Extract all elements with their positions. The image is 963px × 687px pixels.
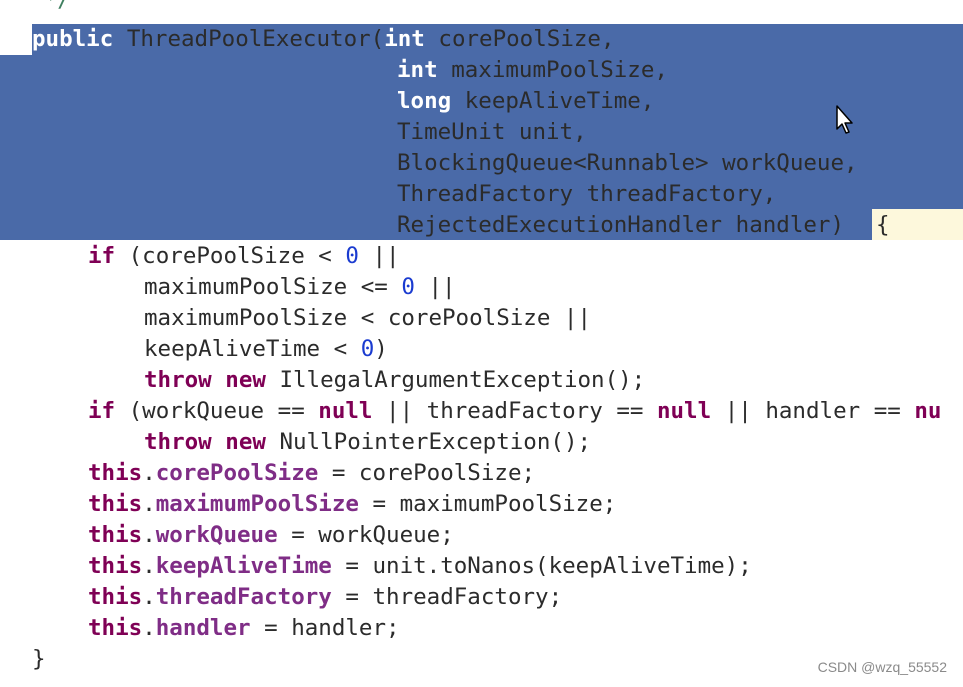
code-line-8[interactable]: if (corePoolSize < 0 || bbox=[88, 243, 400, 269]
mouse-pointer-icon bbox=[836, 105, 856, 139]
code-line-10[interactable]: maximumPoolSize < corePoolSize || bbox=[144, 305, 592, 331]
code-line-16[interactable]: this.maximumPoolSize = maximumPoolSize; bbox=[88, 491, 617, 517]
code-line-1[interactable]: public ThreadPoolExecutor(int corePoolSi… bbox=[32, 26, 615, 52]
selection-highlight-first-line bbox=[32, 24, 963, 56]
code-line-3[interactable]: long keepAliveTime, bbox=[397, 88, 655, 114]
code-line-18[interactable]: this.keepAliveTime = unit.toNanos(keepAl… bbox=[88, 553, 752, 579]
code-line-2[interactable]: int maximumPoolSize, bbox=[397, 57, 668, 83]
watermark: CSDN @wzq_55552 bbox=[817, 659, 947, 675]
code-line-17[interactable]: this.workQueue = workQueue; bbox=[88, 522, 454, 548]
close-brace[interactable]: } bbox=[32, 646, 46, 672]
code-line-13[interactable]: if (workQueue == null || threadFactory =… bbox=[88, 398, 942, 424]
code-line-20[interactable]: this.handler = handler; bbox=[88, 615, 400, 641]
matching-brace-highlight bbox=[872, 209, 963, 240]
code-line-19[interactable]: this.threadFactory = threadFactory; bbox=[88, 584, 563, 610]
code-line-4[interactable]: TimeUnit unit, bbox=[397, 119, 587, 145]
code-line-9[interactable]: maximumPoolSize <= 0 || bbox=[144, 274, 456, 300]
code-line-7[interactable]: RejectedExecutionHandler handler) bbox=[397, 212, 845, 238]
code-line-12[interactable]: throw new IllegalArgumentException(); bbox=[144, 367, 646, 393]
code-line-15[interactable]: this.corePoolSize = corePoolSize; bbox=[88, 460, 536, 486]
code-line-11[interactable]: keepAliveTime < 0) bbox=[144, 336, 388, 362]
comment-end: */ bbox=[44, 0, 71, 13]
code-line-6[interactable]: ThreadFactory threadFactory, bbox=[397, 181, 777, 207]
selection-highlight-block bbox=[0, 55, 963, 240]
open-brace[interactable]: { bbox=[876, 212, 890, 238]
code-line-5[interactable]: BlockingQueue<Runnable> workQueue, bbox=[397, 150, 858, 176]
code-line-14[interactable]: throw new NullPointerException(); bbox=[144, 429, 592, 455]
